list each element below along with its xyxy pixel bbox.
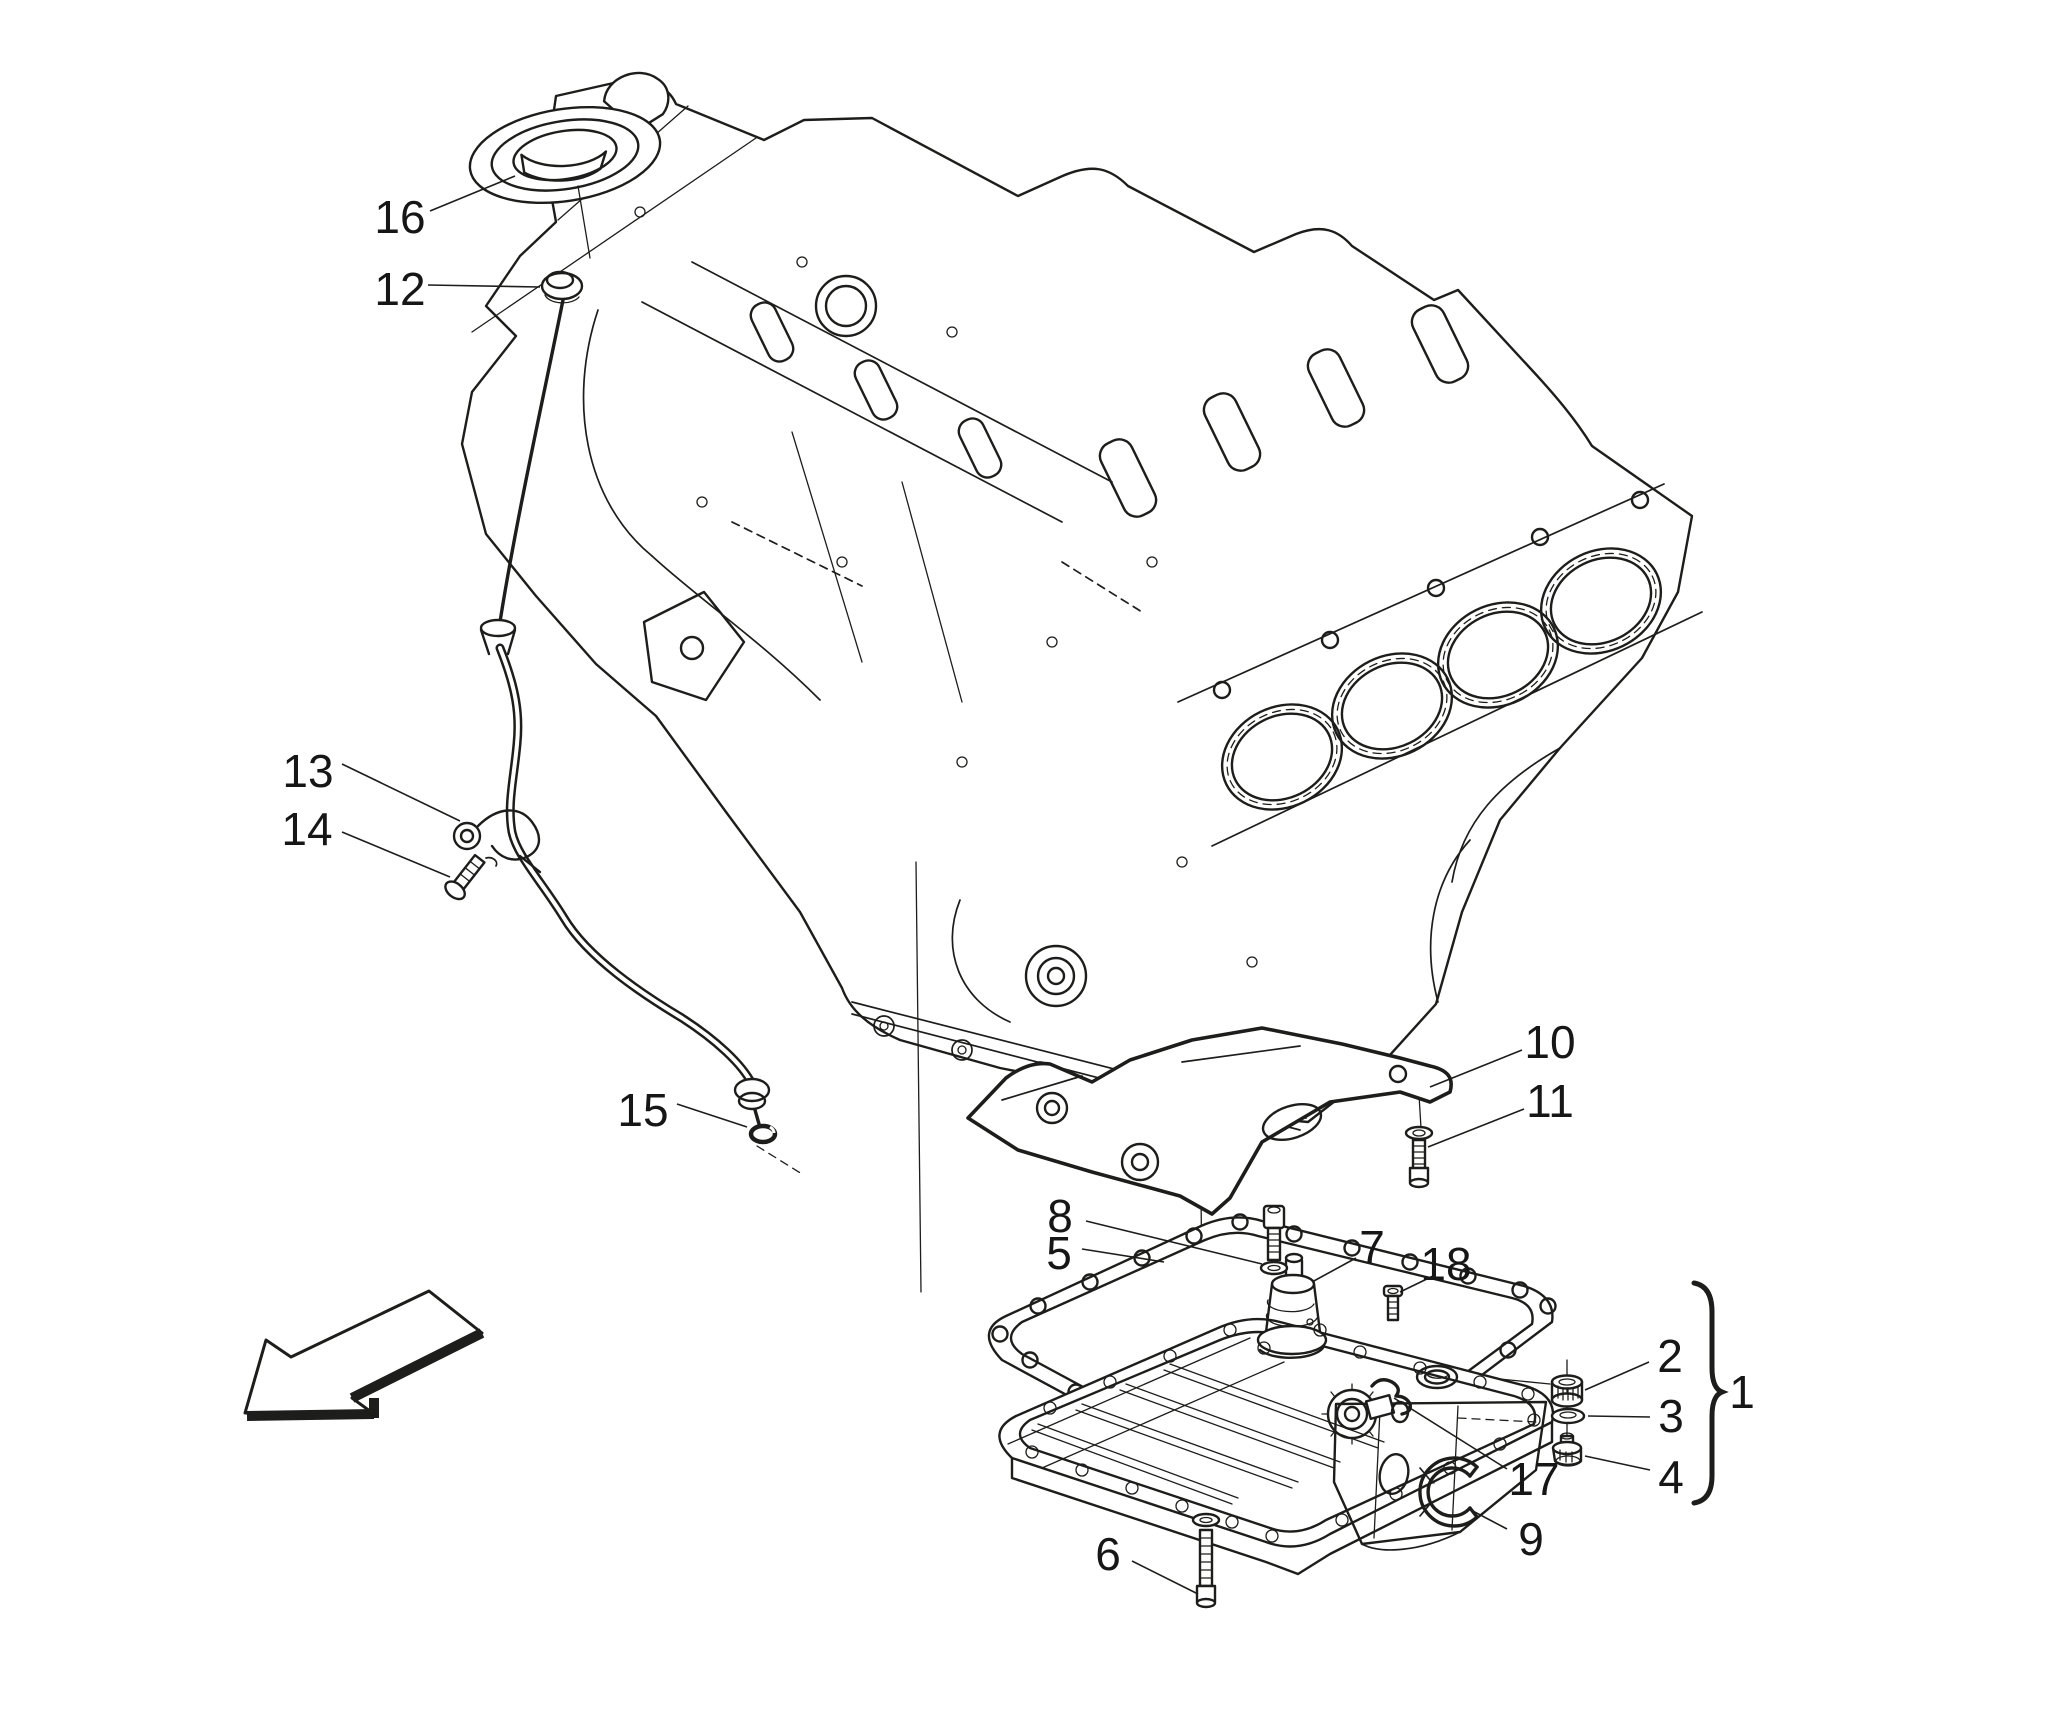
callout-leader-13 xyxy=(341,763,461,822)
group-brace xyxy=(1691,1280,1729,1506)
callout-leader-16 xyxy=(429,175,516,212)
callout-label-5: 5 xyxy=(1046,1227,1072,1279)
callout-label-10: 10 xyxy=(1524,1016,1575,1068)
callout-leader-6 xyxy=(1131,1560,1199,1595)
callout-leader-15 xyxy=(676,1103,748,1128)
crank-boss xyxy=(951,899,1088,1023)
dipstick-seal xyxy=(540,270,584,304)
callout-label-14: 14 xyxy=(281,803,332,855)
dipstick-tube xyxy=(479,298,771,1126)
mount-bracket xyxy=(642,590,746,702)
callout-label-1: 1 xyxy=(1729,1366,1755,1418)
oil-pump-gear xyxy=(1321,1383,1410,1445)
callout-label-15: 15 xyxy=(617,1084,668,1136)
callout-label-9: 9 xyxy=(1518,1513,1544,1565)
callout-leader-18 xyxy=(1399,1275,1434,1293)
bracket-clip xyxy=(485,856,498,867)
engine-block xyxy=(460,79,1703,1131)
callout-label-11: 11 xyxy=(1526,1075,1574,1127)
callout-leader-14 xyxy=(341,831,451,878)
callout-label-4: 4 xyxy=(1658,1451,1684,1503)
callout-leader-12 xyxy=(427,284,541,288)
deck-ports xyxy=(749,301,1470,518)
callout-label-16: 16 xyxy=(374,191,425,243)
callout-leader-7 xyxy=(1311,1257,1357,1283)
bolt-bosses xyxy=(634,206,1258,968)
callout-label-8: 8 xyxy=(1047,1190,1073,1242)
pan-bolt-6 xyxy=(1191,1512,1221,1609)
filler-cap-pointer xyxy=(577,185,591,259)
heat-shield xyxy=(966,1026,1453,1216)
callout-label-18: 18 xyxy=(1420,1238,1471,1290)
section-line xyxy=(471,137,757,333)
callout-leader-4 xyxy=(1584,1455,1651,1471)
callout-leader-11 xyxy=(1427,1108,1525,1148)
drain-port xyxy=(1415,1364,1459,1390)
callout-leader-3 xyxy=(1587,1415,1651,1418)
snap-ring xyxy=(1418,1456,1479,1528)
callout-leader-8 xyxy=(1085,1220,1263,1265)
dipstick-bracket xyxy=(452,809,542,874)
drain-plug xyxy=(1551,1432,1583,1467)
callout-leader-9 xyxy=(1468,1508,1508,1530)
heat-shield-bolt xyxy=(1404,1125,1434,1189)
callout-leader-5 xyxy=(1081,1248,1165,1263)
callout-leader-2 xyxy=(1584,1361,1650,1391)
bracket-bolt xyxy=(444,853,486,901)
callout-leader-10 xyxy=(1429,1049,1523,1088)
callout-leader-17 xyxy=(1393,1397,1508,1470)
callout-label-7: 7 xyxy=(1359,1221,1385,1273)
callout-label-3: 3 xyxy=(1658,1390,1684,1442)
drain-washer xyxy=(1550,1407,1586,1425)
oil-filler-cap xyxy=(468,71,670,205)
oil-sump-pan xyxy=(998,1317,1555,1576)
dipstick-oring xyxy=(748,1123,778,1145)
oil-level-sensor xyxy=(1256,1252,1328,1359)
callout-label-6: 6 xyxy=(1095,1528,1121,1580)
drain-plug-cap xyxy=(1550,1374,1584,1408)
callout-label-17: 17 xyxy=(1508,1453,1559,1505)
direction-arrow-icon xyxy=(243,1289,485,1421)
cylinder-bores xyxy=(1212,490,1663,811)
gasket-bolt-8 xyxy=(1259,1204,1289,1276)
cam-seal xyxy=(814,274,878,338)
callout-label-12: 12 xyxy=(374,263,425,315)
callout-label-2: 2 xyxy=(1657,1330,1683,1382)
callout-label-13: 13 xyxy=(282,745,333,797)
sensor-bolt-18 xyxy=(1382,1284,1404,1322)
